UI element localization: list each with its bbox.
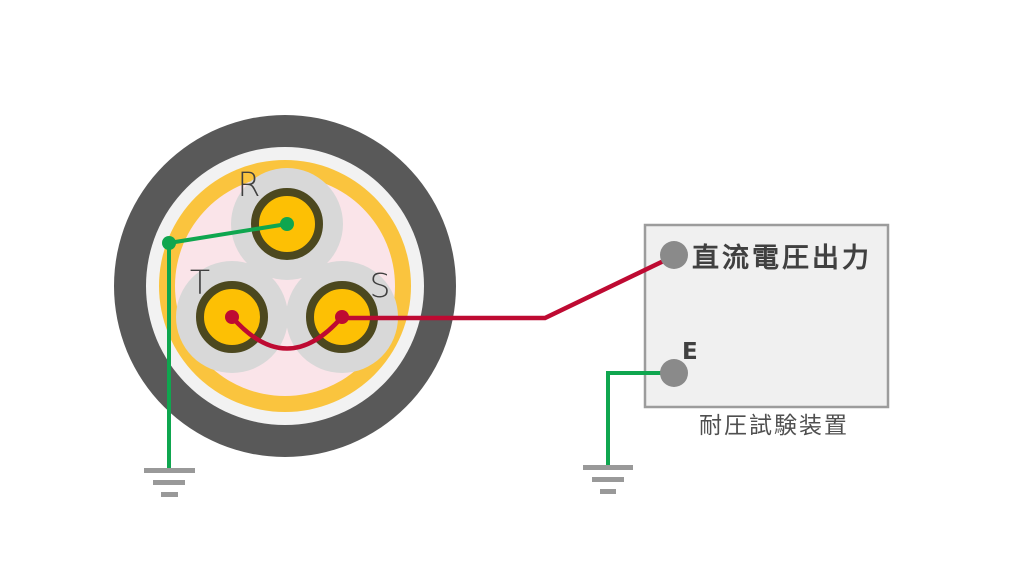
conductor-label-t: T: [190, 263, 210, 302]
dc-output-label: 直流電圧出力: [692, 243, 872, 274]
ground-symbol-right: [583, 465, 633, 494]
device-caption: 耐圧試験装置: [699, 413, 849, 439]
dc-tap-dot-conductor-t: [225, 310, 239, 324]
dc-output-terminal: [660, 241, 688, 269]
conductor-label-r: R: [238, 165, 261, 204]
earth-terminal-label: E: [682, 339, 698, 365]
cable-cross-section: R T S: [114, 115, 456, 457]
wiring: [162, 217, 675, 469]
dc-wire-to-device: [342, 253, 675, 321]
ground-bar-top: [583, 465, 633, 470]
ground-bar-middle: [592, 477, 624, 482]
ground-bar-bottom: [600, 489, 616, 494]
dc-wire-jumper-t-s: [230, 315, 344, 351]
conductor-label-s: S: [370, 266, 391, 305]
earth-tap-dot-conductor-r: [280, 217, 294, 231]
ground-bar-bottom: [161, 492, 178, 497]
ground-bar-middle: [153, 480, 185, 485]
earth-terminal: [660, 359, 688, 387]
ground-bar-top: [144, 468, 195, 473]
dc-tap-dot-conductor-s: [335, 310, 349, 324]
earth-tap-dot-shield: [162, 236, 176, 250]
ground-symbol-left: [144, 468, 195, 497]
earth-wire-device: [606, 371, 674, 467]
